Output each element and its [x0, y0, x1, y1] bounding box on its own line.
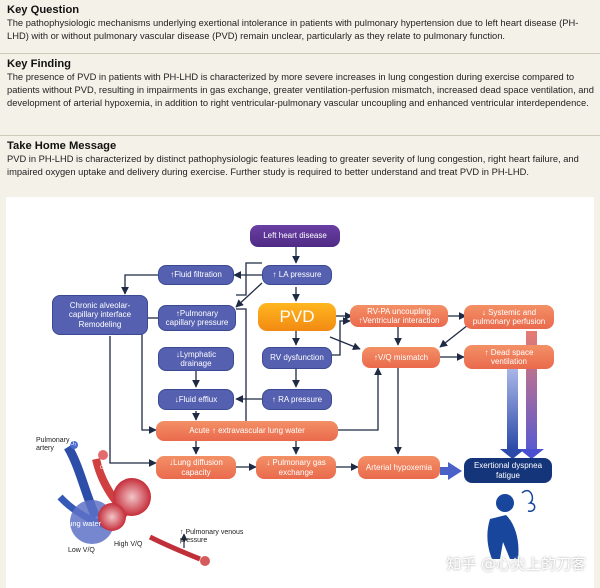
key-finding-section: Key Finding The presence of PVD in patie…	[7, 58, 595, 111]
take-home-heading: Take Home Message	[7, 140, 117, 152]
node-systemic-perfusion: ↓ Systemic and pulmonary perfusion	[464, 305, 554, 329]
person-figure	[487, 489, 536, 559]
node-left-heart-disease: Left heart disease	[250, 225, 340, 247]
node-chronic-remodeling: Chronic alveolar-capillary interface Rem…	[52, 295, 148, 335]
connector-arrows	[109, 247, 469, 471]
gradient-arrow-shaft	[526, 331, 537, 449]
gradient-arrow-shaft	[507, 369, 518, 449]
node-rv-dysfunction: RV dysfunction	[262, 347, 332, 369]
label-low-vq: Low V/Q	[68, 547, 95, 554]
label-pulmonary-venous-pressure: ↑ Pulmonary venous pressure	[180, 529, 244, 544]
key-question-heading: Key Question	[7, 4, 80, 16]
header-panel: Key Question The pathophysiologic mechan…	[0, 0, 600, 197]
gradient-arrow-head	[519, 449, 544, 459]
key-finding-text: The presence of PVD in patients with PH-…	[7, 72, 594, 109]
pathophysiology-diagram: Left heart disease ↑Fluid filtration ↑ L…	[0, 197, 600, 588]
node-acute-lung-water: Acute ↑ extravascular lung water	[156, 421, 338, 441]
node-arterial-hypoxemia: Arterial hypoxemia	[358, 456, 440, 479]
watermark: 知乎 @心尖上的刀客	[446, 555, 586, 573]
node-pvd: PVD	[258, 303, 336, 331]
node-fluid-efflux: ↓Fluid efflux	[158, 389, 234, 410]
key-finding-heading: Key Finding	[7, 58, 72, 70]
node-ra-pressure: ↑ RA pressure	[262, 389, 332, 410]
node-lung-diffusion: ↓Lung diffusion capacity	[156, 456, 236, 479]
key-question-text: The pathophysiologic mechanisms underlyi…	[7, 18, 579, 42]
node-pulmonary-capillary-pressure: ↑Pulmonary capillary pressure	[158, 305, 236, 331]
block-arrow	[440, 462, 462, 480]
node-dead-space: ↑ Dead space ventilation	[464, 345, 554, 369]
label-co2: CO₂	[100, 465, 111, 471]
diagram-canvas	[6, 197, 594, 588]
label-high-vq: High V/Q	[114, 541, 143, 548]
node-vq-mismatch: ↑V/Q mismatch	[362, 347, 440, 368]
divider	[0, 135, 600, 136]
node-la-pressure: ↑ LA pressure	[262, 265, 332, 285]
label-lung-water: Lung water	[64, 519, 102, 528]
key-question-section: Key Question The pathophysiologic mechan…	[7, 4, 595, 43]
node-exertional-dyspnea: Exertional dyspnea fatigue	[464, 458, 552, 483]
node-pulmonary-gas-exchange: ↓ Pulmonary gas exchange	[256, 456, 336, 479]
node-fluid-filtration: ↑Fluid filtration	[158, 265, 234, 285]
take-home-text: PVD in PH-LHD is characterized by distin…	[7, 154, 579, 178]
divider	[0, 53, 600, 54]
lung-illustration	[57, 441, 210, 566]
node-rv-pa-uncoupling: RV-PA uncoupling ↑Ventricular interactio…	[350, 305, 448, 327]
node-lymphatic-drainage: ↓Lymphatic drainage	[158, 347, 234, 371]
label-o2: O₂	[70, 441, 77, 447]
gradient-arrow-head	[500, 449, 525, 459]
take-home-section: Take Home Message PVD in PH-LHD is chara…	[7, 140, 595, 179]
label-pulmonary-artery: Pulmonary artery	[36, 437, 70, 452]
